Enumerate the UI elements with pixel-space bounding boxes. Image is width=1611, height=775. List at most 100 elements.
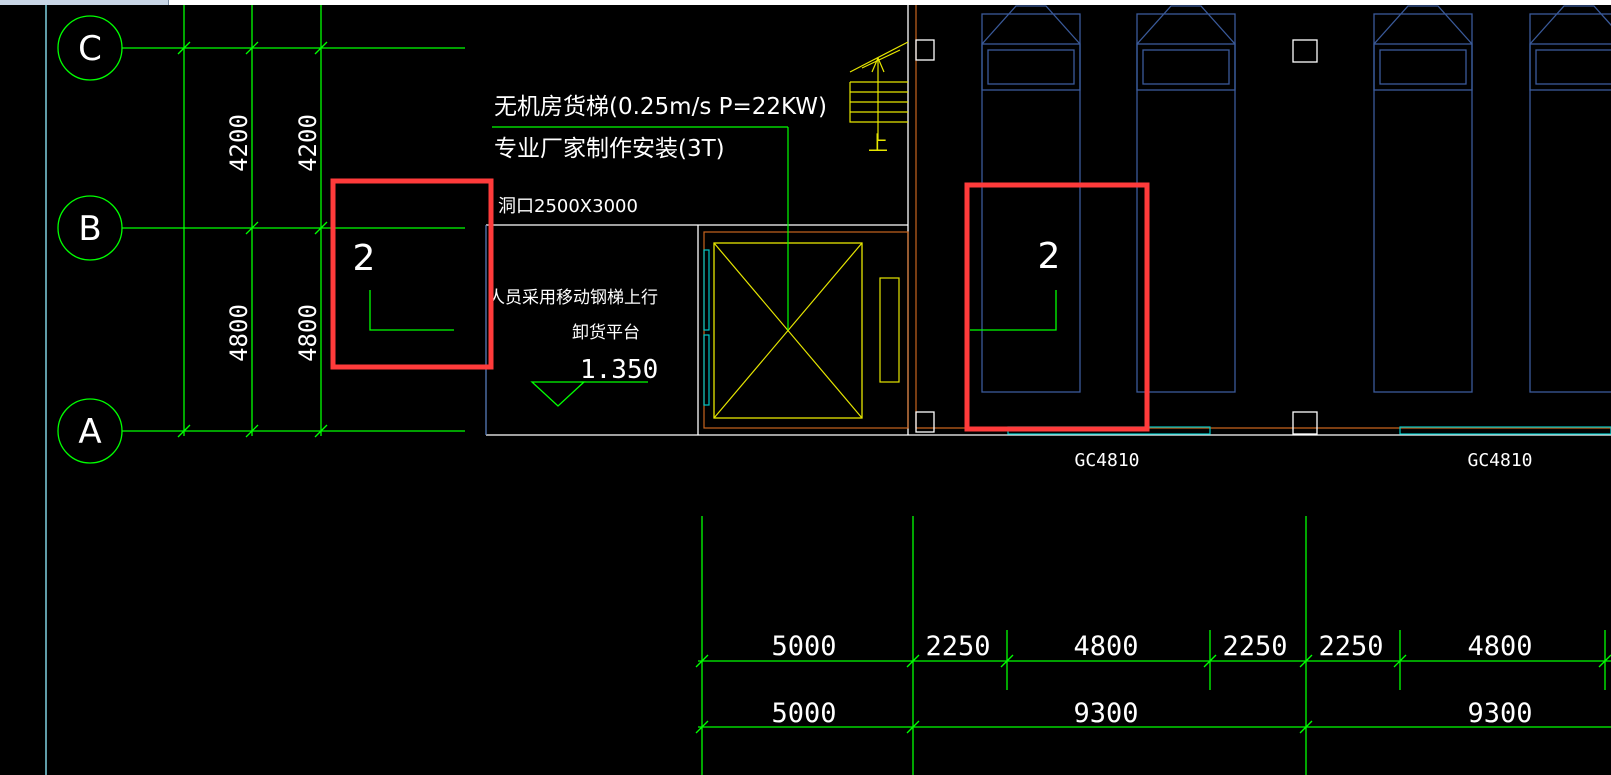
tick-mark	[695, 720, 709, 734]
platform-name: 卸货平台	[572, 323, 640, 343]
axis-labels: C B A	[78, 29, 102, 452]
dim-text-5000: 5000	[771, 698, 836, 729]
equipment-roof	[1373, 5, 1473, 45]
column	[1292, 411, 1318, 435]
shaft-orange-frame	[703, 231, 909, 429]
level-triangle	[530, 381, 586, 407]
door-left-cyan	[703, 249, 710, 331]
elevator-annotation: 无机房货梯(0.25m/s P=22KW) 专业厂家制作安装(3T) 洞口250…	[494, 94, 827, 217]
column	[915, 39, 935, 61]
tick-mark	[1299, 720, 1313, 734]
drawing-tab[interactable]	[0, 0, 169, 5]
stair-up-label: 上	[868, 131, 888, 155]
tick-mark	[245, 41, 259, 55]
equipment-unit	[1529, 13, 1611, 393]
staircase	[849, 41, 909, 140]
column	[1292, 39, 1318, 63]
dim-text-9300: 9300	[1073, 698, 1138, 729]
elevator-note-line1: 无机房货梯(0.25m/s P=22KW)	[494, 94, 827, 120]
tick-mark	[906, 720, 920, 734]
elevator-leader	[492, 126, 789, 330]
dim-text-4800: 4800	[1467, 631, 1532, 662]
platform-stair-note: 人员采用移动钢梯上行	[488, 288, 658, 308]
dim-text-2250: 2250	[1318, 631, 1383, 662]
dim-text-4200-b: 4200	[294, 114, 322, 172]
dim-text-4800-a: 4800	[225, 304, 253, 362]
tick-mark	[177, 424, 191, 438]
toolbar-strip	[0, 0, 1611, 5]
columns	[915, 39, 1318, 435]
dim-text-9300: 9300	[1467, 698, 1532, 729]
bottom-dimension-texts: 5000 2250 4800 2250 2250 4800 5000 9300 …	[771, 631, 1532, 729]
axis-label-b: B	[78, 209, 101, 249]
counterweight	[879, 277, 900, 383]
axis-bubble-a	[57, 398, 123, 464]
section-marker-number: 2	[353, 238, 376, 279]
stair-outline	[849, 82, 908, 123]
stair-step	[849, 41, 909, 73]
equipment-head	[981, 43, 1081, 91]
equipment-roof	[1529, 5, 1611, 45]
window-strip	[1399, 426, 1611, 435]
dim-text-4800-b: 4800	[294, 304, 322, 362]
equipment-head	[1136, 43, 1236, 91]
orange-wall	[915, 5, 1611, 429]
tick-mark	[695, 654, 709, 668]
highlight-box-left[interactable]	[330, 178, 494, 370]
equipment-head-inner	[987, 49, 1075, 85]
axis-label-c: C	[78, 29, 102, 69]
axis-grid	[57, 5, 465, 464]
elevator-shaft	[703, 231, 909, 429]
tick-mark	[314, 221, 328, 235]
tick-mark	[245, 221, 259, 235]
window-labels: GC4810 GC4810	[1074, 450, 1532, 471]
tick-mark	[245, 424, 259, 438]
tick-mark	[1393, 654, 1407, 668]
tick-mark	[314, 41, 328, 55]
tick-mark	[1000, 654, 1014, 668]
equipment-roof	[981, 5, 1081, 45]
section-marker-left: 2	[353, 238, 454, 331]
equipment-head	[1529, 43, 1611, 91]
equipment-unit	[981, 13, 1081, 393]
equipment-head-inner	[1535, 49, 1611, 85]
left-dimension-texts: 4200 4200 4800 4800	[225, 114, 322, 362]
highlight-boxes	[330, 178, 1150, 432]
section-marker-number: 2	[1038, 236, 1061, 277]
equipment-head-inner	[1379, 49, 1467, 85]
tick-mark	[1598, 654, 1611, 668]
tick-mark	[1299, 654, 1313, 668]
platform-annotation: 人员采用移动钢梯上行 卸货平台 1.350	[488, 288, 658, 385]
section-marker-right: 2	[970, 236, 1061, 331]
opening-note: 洞口2500X3000	[498, 196, 638, 217]
tick-mark	[314, 424, 328, 438]
equipment-unit	[1136, 13, 1236, 393]
door-left-cyan-2	[703, 334, 710, 406]
equipment-head	[1373, 43, 1473, 91]
bottom-dimension-lines	[695, 516, 1611, 775]
tick-mark	[906, 654, 920, 668]
dim-text-2250: 2250	[925, 631, 990, 662]
dim-text-4200-a: 4200	[225, 114, 253, 172]
tick-mark	[177, 41, 191, 55]
axis-label-a: A	[78, 412, 101, 452]
window-label: GC4810	[1467, 450, 1532, 471]
equipment-roof	[1136, 5, 1236, 45]
axis-bubble-b	[57, 195, 123, 261]
tick-mark	[1203, 654, 1217, 668]
window-label: GC4810	[1074, 450, 1139, 471]
car-cross-2	[713, 242, 863, 419]
elevator-note-line2: 专业厂家制作安装(3T)	[494, 136, 725, 162]
platform-level: 1.350	[580, 355, 658, 385]
equipment-unit	[1373, 13, 1473, 393]
equipment-outlines	[981, 5, 1611, 393]
level-symbol	[530, 381, 648, 407]
dim-text-4800: 4800	[1073, 631, 1138, 662]
highlight-box-right[interactable]	[964, 182, 1150, 432]
stair-break	[861, 49, 901, 69]
dim-text-2250: 2250	[1222, 631, 1287, 662]
axis-bubble-c	[57, 15, 123, 81]
section-marker-line	[970, 290, 1057, 331]
dim-text-5000: 5000	[771, 631, 836, 662]
